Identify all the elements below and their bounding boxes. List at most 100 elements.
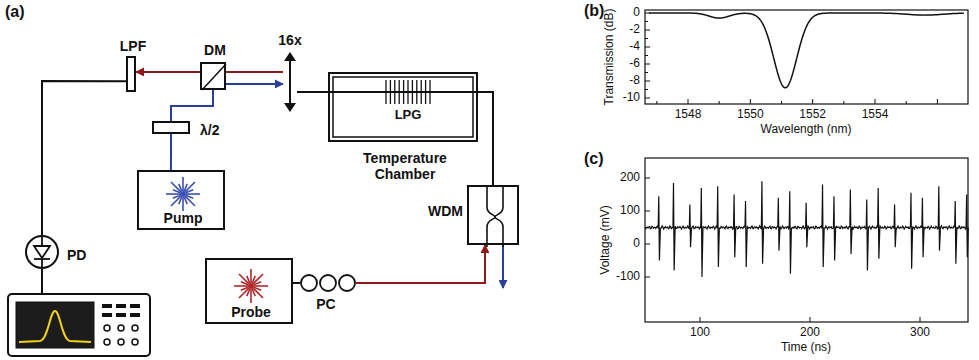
- ray: [182, 197, 184, 211]
- drawing-part: [102, 313, 112, 317]
- ray: [186, 190, 193, 193]
- tick: [645, 72, 648, 73]
- tick: [645, 13, 650, 14]
- ray: [239, 274, 249, 284]
- ray: [166, 193, 180, 195]
- tick: [645, 21, 648, 22]
- drawing-part: [130, 313, 140, 317]
- tick: [750, 99, 751, 104]
- photodiode-symbol: PD: [25, 235, 59, 269]
- node-outline: [154, 123, 188, 132]
- ray: [185, 182, 195, 192]
- beam-connector: [171, 90, 213, 121]
- filter-box: LPF: [126, 56, 136, 92]
- drawing-part: [19, 311, 91, 342]
- tick: [920, 317, 921, 322]
- tick: [688, 99, 689, 104]
- drawing-part: [132, 325, 138, 331]
- oscilloscope: [8, 294, 150, 356]
- waveplate-box: λ/2: [152, 121, 190, 134]
- tick-label: 1550: [737, 108, 764, 121]
- beam-connector: [356, 245, 485, 283]
- plot-frame: [645, 158, 968, 322]
- beam-connector: [226, 83, 283, 85]
- polarization-controller: PC: [300, 274, 356, 292]
- grating-line: [412, 80, 413, 104]
- tick: [812, 99, 813, 104]
- tick-label: -100: [616, 270, 640, 283]
- node-outline: [283, 52, 297, 112]
- drawing-part: [104, 339, 110, 345]
- tick-label: 0: [633, 6, 640, 19]
- tick-label: 1548: [675, 108, 702, 121]
- fiber-connector: [297, 91, 328, 93]
- tick: [700, 317, 701, 322]
- grating-line: [407, 80, 408, 104]
- node-label: Temperature Chamber: [345, 150, 465, 182]
- tick-label: 300: [910, 326, 930, 339]
- drawing-part: [8, 294, 150, 356]
- beam-connector: [170, 134, 172, 170]
- grating-line: [421, 80, 422, 104]
- grating-line: [416, 80, 417, 104]
- tick: [781, 101, 782, 104]
- voltage-plot: [645, 178, 968, 322]
- cable: [41, 269, 43, 294]
- node-label: WDM: [428, 203, 463, 219]
- outline-stroke: [202, 64, 226, 90]
- ray: [171, 182, 181, 192]
- tick: [843, 101, 844, 104]
- fiber-loop: [320, 275, 336, 291]
- panel-letter: (c): [584, 150, 604, 168]
- node-outline: [469, 187, 517, 243]
- spectrum-curve: [649, 13, 964, 88]
- ray: [247, 276, 250, 283]
- tick: [645, 64, 650, 65]
- laser-icon: [166, 177, 200, 211]
- transmission-plot: [645, 13, 964, 104]
- node-label: λ/2: [200, 121, 219, 137]
- tick-label: -4: [629, 40, 640, 53]
- ray: [182, 177, 184, 191]
- outline-stroke: [41, 259, 43, 268]
- part-label: LPG: [395, 108, 422, 122]
- tick-label: -2: [629, 23, 640, 36]
- tick: [645, 47, 650, 48]
- node-outline: [330, 74, 476, 140]
- ray: [173, 195, 180, 198]
- grating-line: [425, 80, 426, 104]
- grating-lines: [386, 80, 430, 104]
- drawing-part: [16, 302, 94, 348]
- grating-line: [390, 80, 391, 104]
- outline-stroke: [284, 103, 296, 112]
- grating-line: [399, 80, 400, 104]
- drawing-part: [116, 313, 126, 317]
- tick-label: 1554: [862, 108, 889, 121]
- fiber-connector: [478, 92, 493, 185]
- laser-core: [180, 191, 186, 197]
- ray: [241, 287, 248, 290]
- beam-connector: [226, 71, 283, 73]
- outline-stroke: [495, 187, 503, 247]
- tick-label: -10: [623, 91, 640, 104]
- node-outline: [202, 64, 224, 88]
- axis-title: Voltage (mV): [599, 205, 612, 274]
- laser-icon: [234, 269, 268, 303]
- ray: [250, 269, 252, 283]
- dichroic-mirror: DM: [200, 62, 226, 90]
- node-label: 16x: [278, 32, 301, 48]
- axis-title: Transmission (dB): [603, 9, 616, 106]
- drawing-part: [104, 325, 110, 331]
- drawing-part: [130, 304, 140, 308]
- ray: [250, 289, 252, 303]
- outline-stroke: [289, 55, 291, 109]
- drawing-part: [132, 339, 138, 345]
- ray: [234, 285, 248, 287]
- outline-stroke: [34, 246, 50, 258]
- tick-label: 1552: [799, 108, 826, 121]
- ray: [179, 184, 182, 191]
- plot-frame: [645, 10, 968, 104]
- ray: [254, 285, 268, 287]
- tick-label: 200: [620, 171, 640, 184]
- tick: [937, 99, 938, 104]
